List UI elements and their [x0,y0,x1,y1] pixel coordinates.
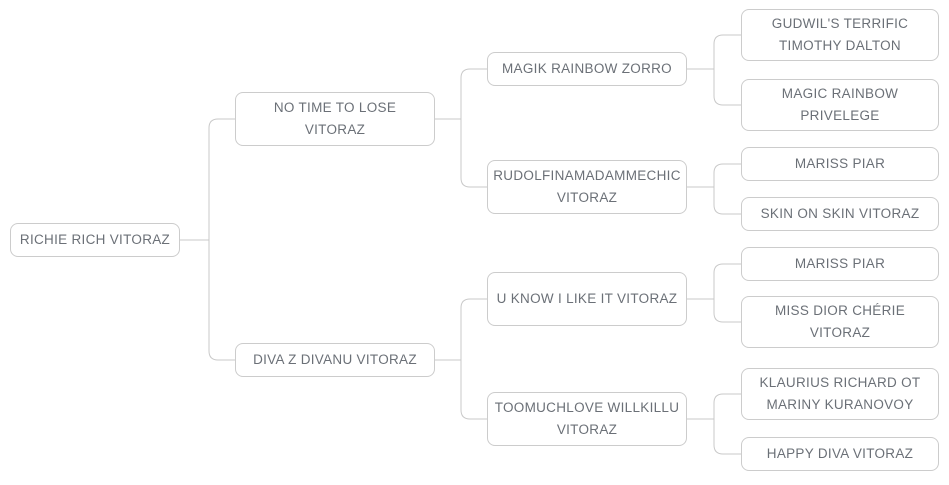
connector [180,118,235,361]
pedigree-node-magik-rainbow-zorro[interactable]: MAGIK RAINBOW ZORRO [487,52,687,86]
pedigree-node-diva-z-divanu-vitoraz[interactable]: DIVA Z DIVANU VITORAZ [235,343,435,377]
pedigree-node-mariss-piar-1[interactable]: MARISS PIAR [741,147,939,181]
pedigree-node-happy-diva-vitoraz[interactable]: HAPPY DIVA VITORAZ [741,437,939,471]
connector [435,298,487,420]
connector [687,393,741,455]
pedigree-node-miss-dior-cherie-vitoraz[interactable]: MISS DIOR CHÉRIE VITORAZ [741,296,939,348]
pedigree-node-no-time-to-lose-vitoraz[interactable]: NO TIME TO LOSE VITORAZ [235,92,435,146]
pedigree-node-toomuchlove-willkillu-vitoraz[interactable]: TOOMUCHLOVE WILLKILLU VITORAZ [487,392,687,446]
pedigree-node-magic-rainbow-privelege[interactable]: MAGIC RAINBOW PRIVELEGE [741,79,939,131]
pedigree-node-gudwils-terrific-timothy-dalton[interactable]: GUDWIL'S TERRIFIC TIMOTHY DALTON [741,9,939,61]
connector [687,263,741,323]
pedigree-node-u-know-i-like-it-vitoraz[interactable]: U KNOW I LIKE IT VITORAZ [487,272,687,326]
pedigree-node-richie-rich-vitoraz[interactable]: RICHIE RICH VITORAZ [10,223,180,257]
pedigree-node-rudolfinamadammechic-vitoraz[interactable]: RUDOLFINAMADAMMECHIC VITORAZ [487,160,687,214]
pedigree-node-mariss-piar-2[interactable]: MARISS PIAR [741,247,939,281]
connector [435,68,487,188]
pedigree-node-klaurius-richard-ot-mariny-kuranovoy[interactable]: KLAURIUS RICHARD OT MARINY KURANOVOY [741,368,939,420]
pedigree-node-skin-on-skin-vitoraz[interactable]: SKIN ON SKIN VITORAZ [741,197,939,231]
connector [687,163,741,215]
connector [687,34,741,106]
